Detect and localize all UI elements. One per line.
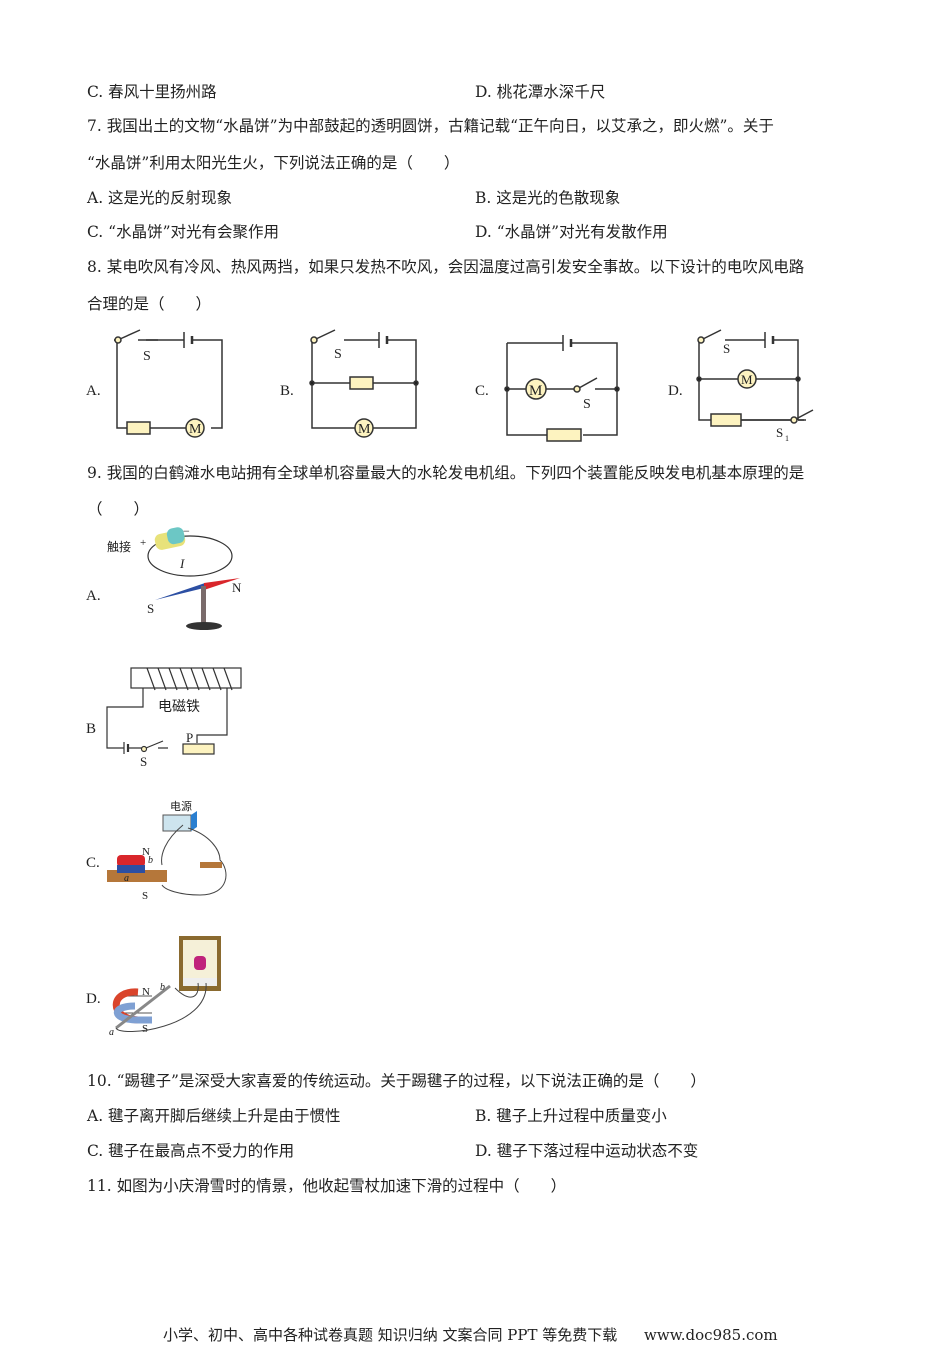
q8-stem-line2: 合理的是（ ）: [87, 295, 212, 313]
circuit-c: C. M S: [475, 335, 620, 442]
svg-text:电磁铁: 电磁铁: [158, 699, 200, 715]
svg-text:N: N: [142, 846, 150, 858]
svg-text:S: S: [140, 754, 147, 769]
svg-text:+: +: [140, 537, 146, 549]
circuit-b: B. M S: [280, 329, 419, 438]
q6-option-d: D. 桃花潭水深千尺: [475, 83, 606, 101]
q7-option-c: C. “水晶饼”对光有会聚作用: [87, 223, 280, 241]
q9-figure-b-electromagnet: 电磁铁 P S B: [86, 667, 242, 769]
circuit-d: D. M S S 1: [668, 329, 814, 443]
page-footer: 小学、初中、高中各种试卷真题 知识归纳 文案合同 PPT 等免费下载 www.d…: [163, 1324, 800, 1345]
q10-option-a: A. 毽子离开脚后继续上升是由于惯性: [87, 1107, 341, 1125]
svg-text:1: 1: [785, 434, 789, 443]
q8-circuit-diagrams: A. M S B. M S C. M S: [86, 329, 814, 443]
svg-text:S: S: [142, 890, 148, 902]
svg-text:电源: 电源: [170, 799, 192, 813]
q7-option-a: A. 这是光的反射现象: [87, 189, 233, 207]
q10-option-d: D. 毽子下落过程中运动状态不变: [475, 1142, 699, 1160]
q7-stem-line2: “水晶饼”利用太阳光生火，下列说法正确的是（ ）: [87, 154, 460, 172]
svg-text:M: M: [358, 422, 371, 437]
q7-option-d: D. “水晶饼”对光有发散作用: [475, 223, 668, 241]
svg-text:S: S: [142, 1023, 148, 1035]
svg-text:M: M: [189, 422, 202, 437]
circuit-c-label: C.: [475, 383, 489, 399]
svg-text:S: S: [334, 347, 342, 362]
q7-stem-line1: 7. 我国出土的文物“水晶饼”为中部鼓起的透明圆饼，古籍记载“正午向日，以艾承之…: [87, 117, 774, 135]
circuit-a-label: A.: [86, 383, 101, 399]
svg-text:S: S: [147, 601, 154, 616]
svg-text:P: P: [186, 730, 193, 745]
svg-text:M: M: [741, 372, 753, 387]
svg-text:D.: D.: [86, 991, 101, 1007]
q10-option-b: B. 毽子上升过程中质量变小: [475, 1107, 667, 1125]
circuit-b-label: B.: [280, 383, 294, 399]
q10-stem: 10. “踢毽子”是深受大家喜爱的传统运动。关于踢毽子的过程，以下说法正确的是（…: [87, 1072, 706, 1090]
circuit-d-label: D.: [668, 383, 683, 399]
svg-text:I: I: [179, 556, 185, 571]
svg-text:N: N: [232, 580, 242, 595]
motor-icon: [185, 418, 205, 438]
q10-option-c: C. 毽子在最高点不受力的作用: [87, 1142, 295, 1160]
svg-text:−: −: [183, 524, 190, 538]
svg-text:M: M: [529, 383, 542, 399]
svg-text:S: S: [776, 425, 783, 440]
q9-figure-c-motor: C. 电源 N b a S: [86, 799, 227, 902]
q7-option-b: B. 这是光的色散现象: [475, 189, 621, 207]
q8-stem-line1: 8. 某电吹风有冷风、热风两挡，如果只发热不吹风，会因温度过高引发安全事故。以下…: [87, 258, 805, 276]
svg-text:B: B: [86, 721, 96, 737]
footer-url[interactable]: www.doc985.com: [644, 1326, 778, 1344]
q9-figure-a-oersted: A. 触接 + − I N S: [86, 524, 242, 630]
svg-text:A.: A.: [86, 588, 101, 604]
svg-text:b: b: [148, 855, 153, 866]
circuit-a: A. M S: [86, 329, 223, 438]
svg-text:S: S: [583, 397, 591, 412]
svg-text:S: S: [143, 349, 151, 364]
q9-stem-line2: （ ）: [87, 500, 150, 518]
q6-option-c: C. 春风十里扬州路: [87, 83, 217, 101]
svg-text:S: S: [723, 341, 730, 356]
svg-text:a: a: [109, 1027, 114, 1038]
svg-text:b: b: [160, 982, 165, 993]
svg-text:触接: 触接: [107, 539, 131, 554]
svg-text:C.: C.: [86, 855, 100, 871]
footer-text: 小学、初中、高中各种试卷真题 知识归纳 文案合同 PPT 等免费下载: [163, 1326, 618, 1344]
svg-text:a: a: [124, 873, 129, 884]
q9-figure-d-generator: D. N b a S: [86, 936, 221, 1038]
q11-stem: 11. 如图为小庆滑雪时的情景，他收起雪杖加速下滑的过程中（ ）: [87, 1177, 567, 1195]
svg-text:N: N: [142, 986, 150, 998]
q9-stem-line1: 9. 我国的白鹤滩水电站拥有全球单机容量最大的水轮发电机组。下列四个装置能反映发…: [87, 464, 805, 482]
